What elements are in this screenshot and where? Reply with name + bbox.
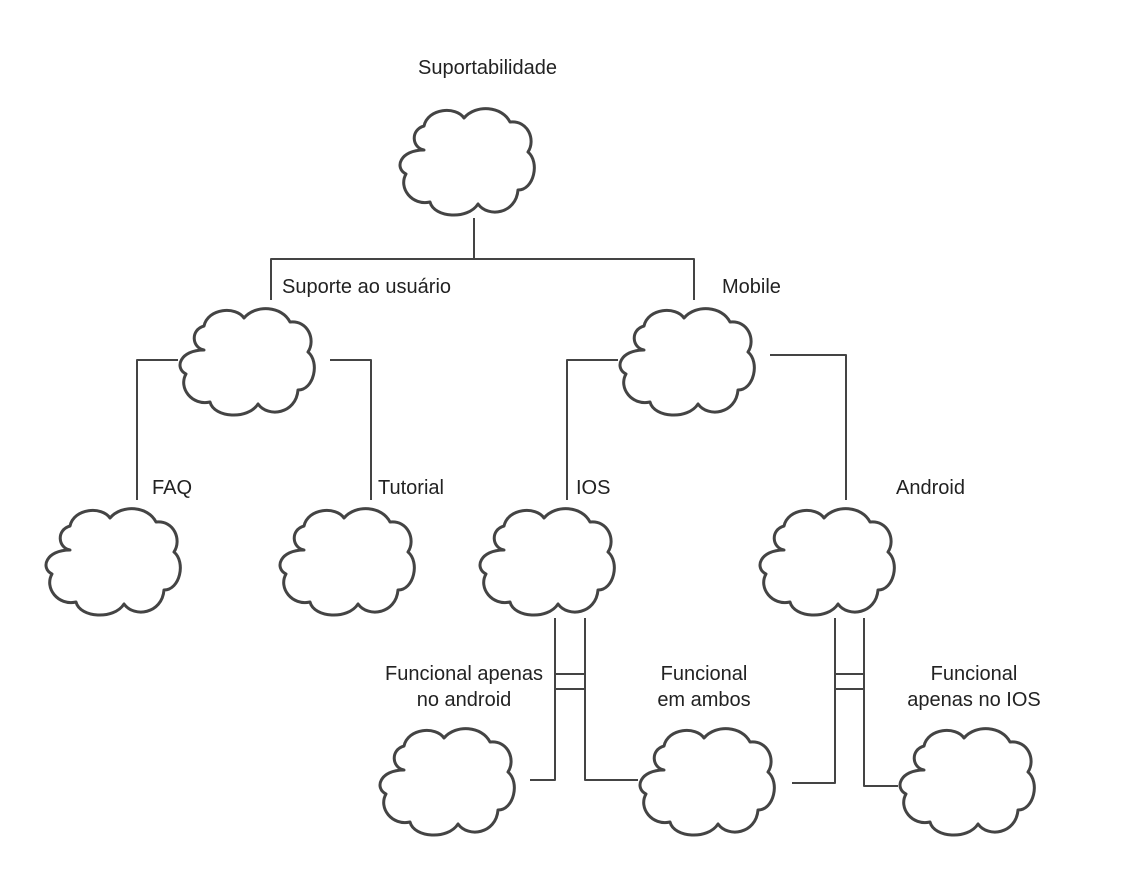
edge-suporte-faq xyxy=(136,359,178,500)
label-suportabilidade: Suportabilidade xyxy=(418,57,557,79)
label-tutorial: Tutorial xyxy=(378,477,444,499)
connectors xyxy=(136,218,898,787)
label-funcional-ambos-line2: em ambos xyxy=(657,689,751,711)
cloud-faq xyxy=(44,507,182,617)
cloud-ios xyxy=(478,507,616,617)
cloud-tutorial xyxy=(278,507,416,617)
edge-mobile-ios xyxy=(566,359,618,500)
edge-suporte-tutorial xyxy=(330,359,372,500)
cloud-funcional-android xyxy=(378,727,516,837)
label-funcional-ios-line1: Funcional xyxy=(930,663,1018,685)
label-ios: IOS xyxy=(576,477,611,499)
cloud-mobile xyxy=(618,307,756,417)
edge-root-mobile xyxy=(474,258,695,300)
edge-mobile-android xyxy=(770,354,847,500)
cloud-suportabilidade xyxy=(398,107,536,217)
edge-ios-func-android xyxy=(530,618,556,781)
edge-android-func-ios xyxy=(863,618,898,787)
cloud-nodes xyxy=(44,107,1036,837)
cloud-funcional-ambos xyxy=(638,727,776,837)
label-android: Android xyxy=(896,477,965,499)
cloud-funcional-ios xyxy=(898,727,1036,837)
edge-root-suporte xyxy=(270,218,475,300)
edge-android-func-ambos xyxy=(792,618,836,784)
label-funcional-android-line1: Funcional apenas xyxy=(385,663,543,685)
label-funcional-android-line2: no android xyxy=(416,689,512,711)
cloud-suporte-ao-usuario xyxy=(178,307,316,417)
label-faq: FAQ xyxy=(152,477,193,499)
cloud-android xyxy=(758,507,896,617)
edge-ios-func-ambos xyxy=(584,618,638,781)
label-funcional-ios-line2: apenas no IOS xyxy=(907,689,1041,711)
label-funcional-ambos-line1: Funcional xyxy=(660,663,748,685)
crossbar-android xyxy=(835,673,864,690)
label-suporte-ao-usuario: Suporte ao usuário xyxy=(282,276,452,298)
crossbar-ios xyxy=(555,673,585,690)
label-mobile: Mobile xyxy=(722,276,781,298)
